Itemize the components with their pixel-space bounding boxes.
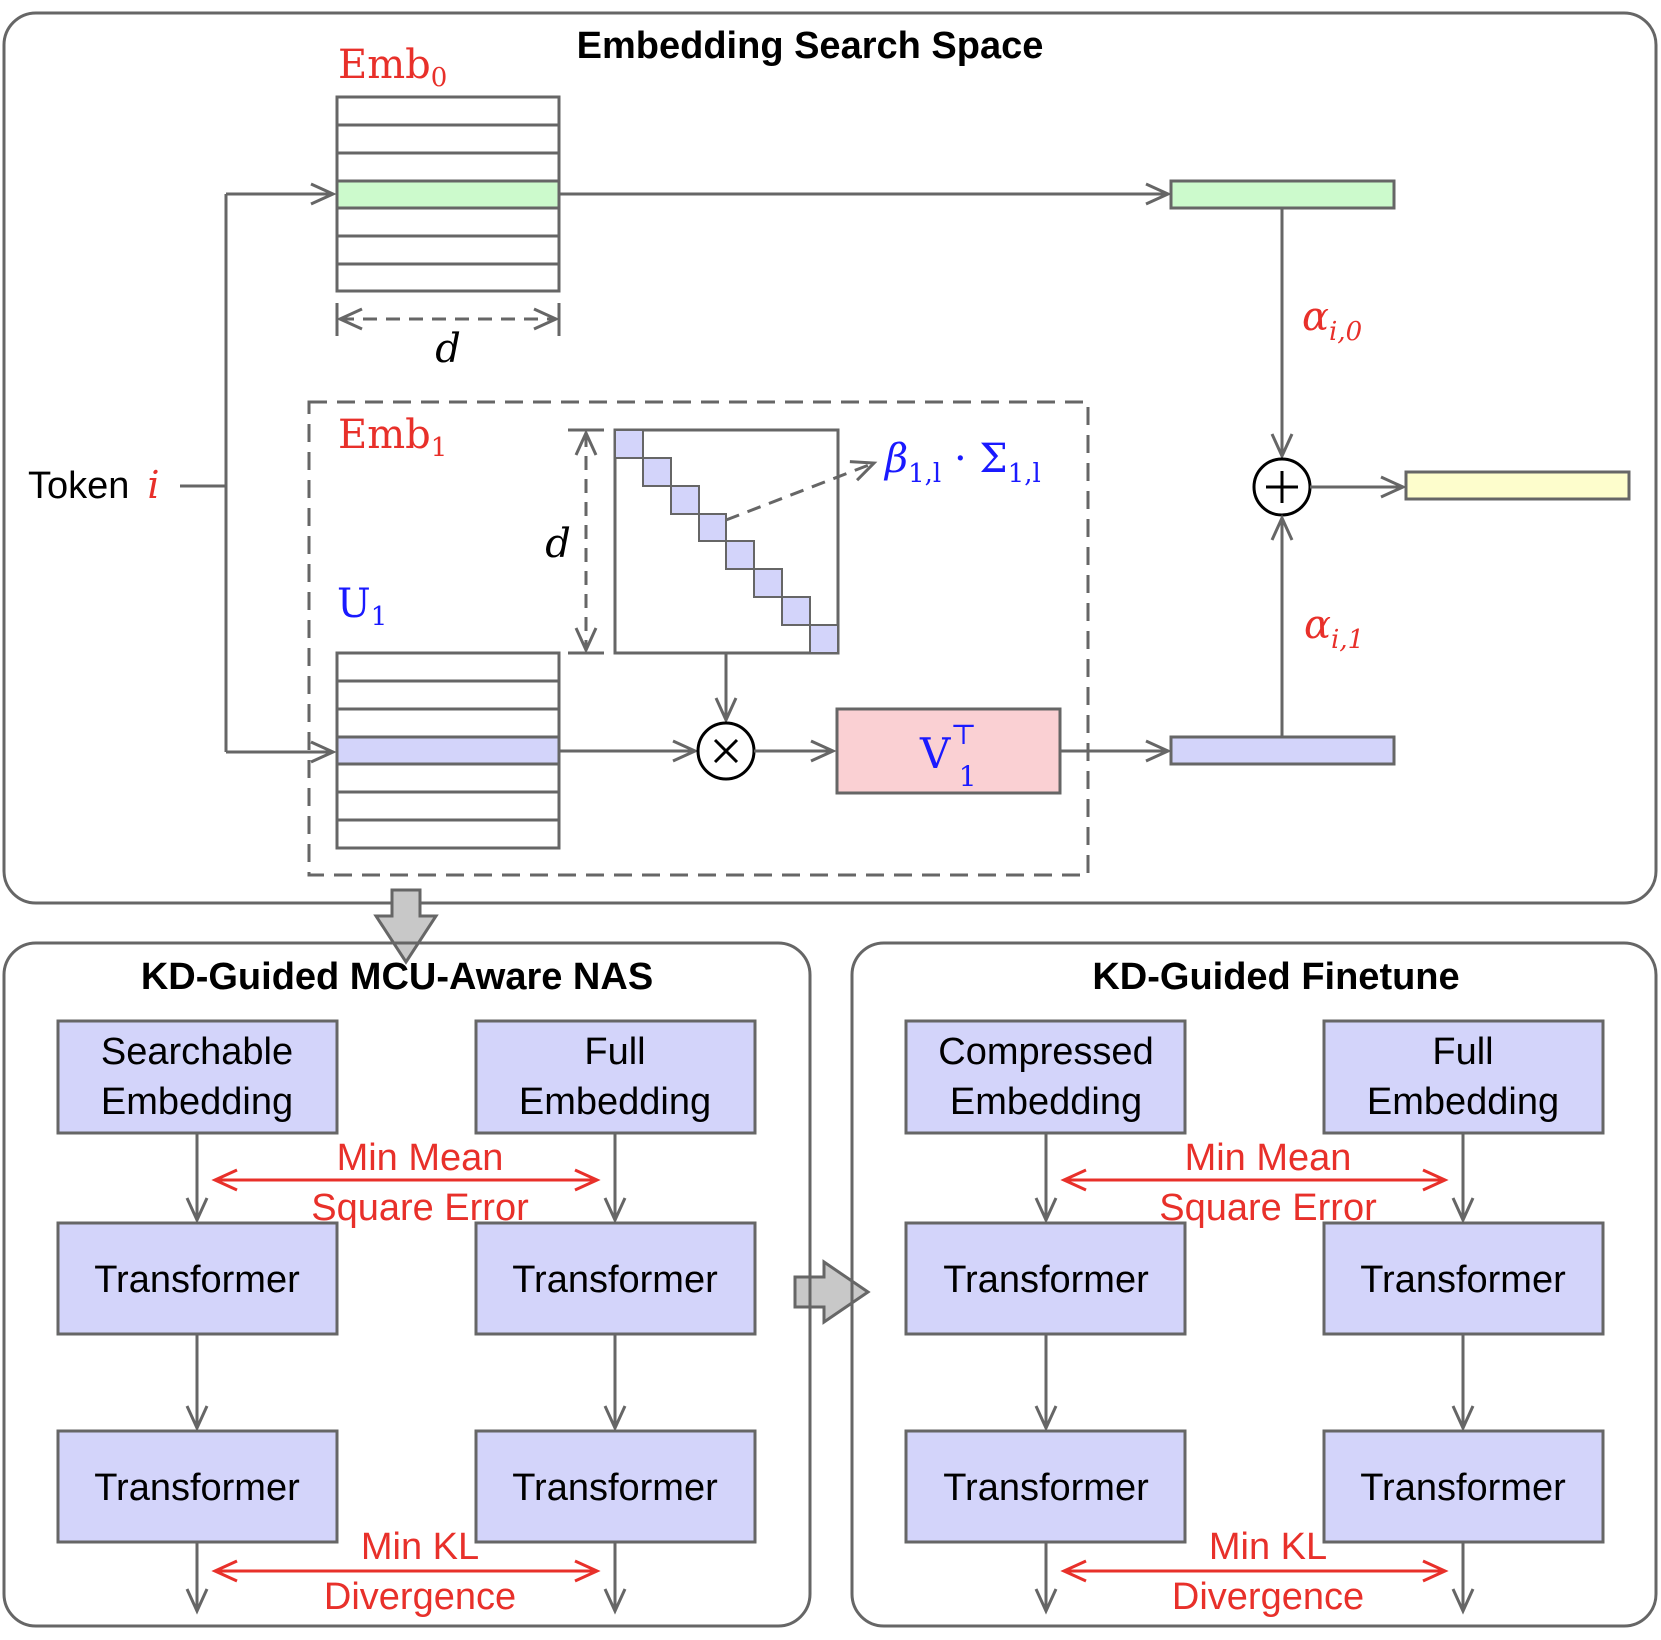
ft-left-transformer-2 bbox=[904, 1429, 1187, 1544]
emb0-selected-row bbox=[335, 179, 561, 210]
nas-right-embed-line1: Full bbox=[584, 1031, 645, 1073]
ft-kl-line2: Divergence bbox=[1172, 1576, 1364, 1618]
d-label-top: d bbox=[435, 326, 461, 372]
u1-label: U1 bbox=[337, 581, 387, 632]
beta-sigma-label: β1,l · Σ1,l bbox=[883, 436, 1041, 489]
ft-right-embed-line2: Embedding bbox=[1367, 1081, 1559, 1123]
finetune-panel: KD-Guided Finetune Compressed Embedding … bbox=[850, 941, 1658, 1628]
emb1-label: Emb1 bbox=[338, 412, 447, 463]
nas-right-transformer-1-label: Transformer bbox=[512, 1259, 718, 1301]
ft-kl-line1: Min KL bbox=[1209, 1526, 1327, 1568]
flow-right-arrow bbox=[793, 1259, 871, 1325]
nas-kl-line2: Divergence bbox=[324, 1576, 516, 1618]
ft-right-transformer-1-label: Transformer bbox=[1360, 1259, 1566, 1301]
circled-plus-icon bbox=[1252, 457, 1312, 517]
nas-full-embedding-box bbox=[474, 1019, 757, 1135]
emb0-output-vector bbox=[1169, 179, 1396, 210]
nas-left-transformer-2-label: Transformer bbox=[94, 1467, 300, 1509]
flow-down-arrow bbox=[373, 888, 439, 965]
nas-mse-line1: Min Mean bbox=[337, 1137, 504, 1179]
nas-left-embed-line2: Embedding bbox=[101, 1081, 293, 1123]
emb0-dimension: d bbox=[335, 303, 561, 372]
alpha0-label: αi,0 bbox=[1302, 294, 1362, 347]
beta-sigma-pointer bbox=[725, 460, 878, 522]
ft-right-embed-line1: Full bbox=[1432, 1031, 1493, 1073]
u1-selected-row bbox=[335, 735, 561, 766]
diagonal-matrix bbox=[613, 428, 840, 655]
ft-full-embedding-box bbox=[1322, 1019, 1605, 1135]
nas-right-transformer-2-label: Transformer bbox=[512, 1467, 718, 1509]
nas-right-transformer-2 bbox=[474, 1429, 757, 1544]
ft-mse-line1: Min Mean bbox=[1185, 1137, 1352, 1179]
circled-times-icon bbox=[696, 721, 756, 781]
search-space-title: Embedding Search Space bbox=[577, 25, 1044, 67]
nas-kl-line1: Min KL bbox=[361, 1526, 479, 1568]
emb0-label: Emb0 bbox=[338, 42, 447, 93]
ft-left-transformer-1 bbox=[904, 1221, 1187, 1336]
emb1-output-vector bbox=[1169, 735, 1396, 766]
d-label-side: d bbox=[545, 521, 571, 567]
matrix-dimension: d bbox=[545, 428, 604, 655]
nas-title: KD-Guided MCU-Aware NAS bbox=[141, 956, 653, 998]
ft-left-transformer-2-label: Transformer bbox=[943, 1467, 1149, 1509]
final-embedding-vector bbox=[1404, 470, 1631, 501]
ft-right-transformer-2-label: Transformer bbox=[1360, 1467, 1566, 1509]
ft-left-transformer-1-label: Transformer bbox=[943, 1259, 1149, 1301]
ft-compressed-embedding-box bbox=[904, 1019, 1187, 1135]
emb1-dashed-region bbox=[307, 400, 1090, 877]
nas-left-embed-line1: Searchable bbox=[101, 1031, 293, 1073]
ft-left-embed-line1: Compressed bbox=[938, 1031, 1153, 1073]
v1-transpose-label: V⊤1 bbox=[919, 718, 977, 793]
nas-left-transformer-1 bbox=[56, 1221, 339, 1336]
u1-table bbox=[335, 651, 561, 850]
nas-left-transformer-2 bbox=[56, 1429, 339, 1544]
nas-left-transformer-1-label: Transformer bbox=[94, 1259, 300, 1301]
ft-left-embed-line2: Embedding bbox=[950, 1081, 1142, 1123]
alpha1-label: αi,1 bbox=[1304, 602, 1364, 655]
ft-right-transformer-1 bbox=[1322, 1221, 1605, 1336]
finetune-title: KD-Guided Finetune bbox=[1092, 956, 1459, 998]
nas-panel: KD-Guided MCU-Aware NAS Searchable Embed… bbox=[2, 941, 812, 1628]
token-routing bbox=[180, 182, 337, 764]
emb0-table bbox=[335, 95, 561, 293]
nas-right-embed-line2: Embedding bbox=[519, 1081, 711, 1123]
